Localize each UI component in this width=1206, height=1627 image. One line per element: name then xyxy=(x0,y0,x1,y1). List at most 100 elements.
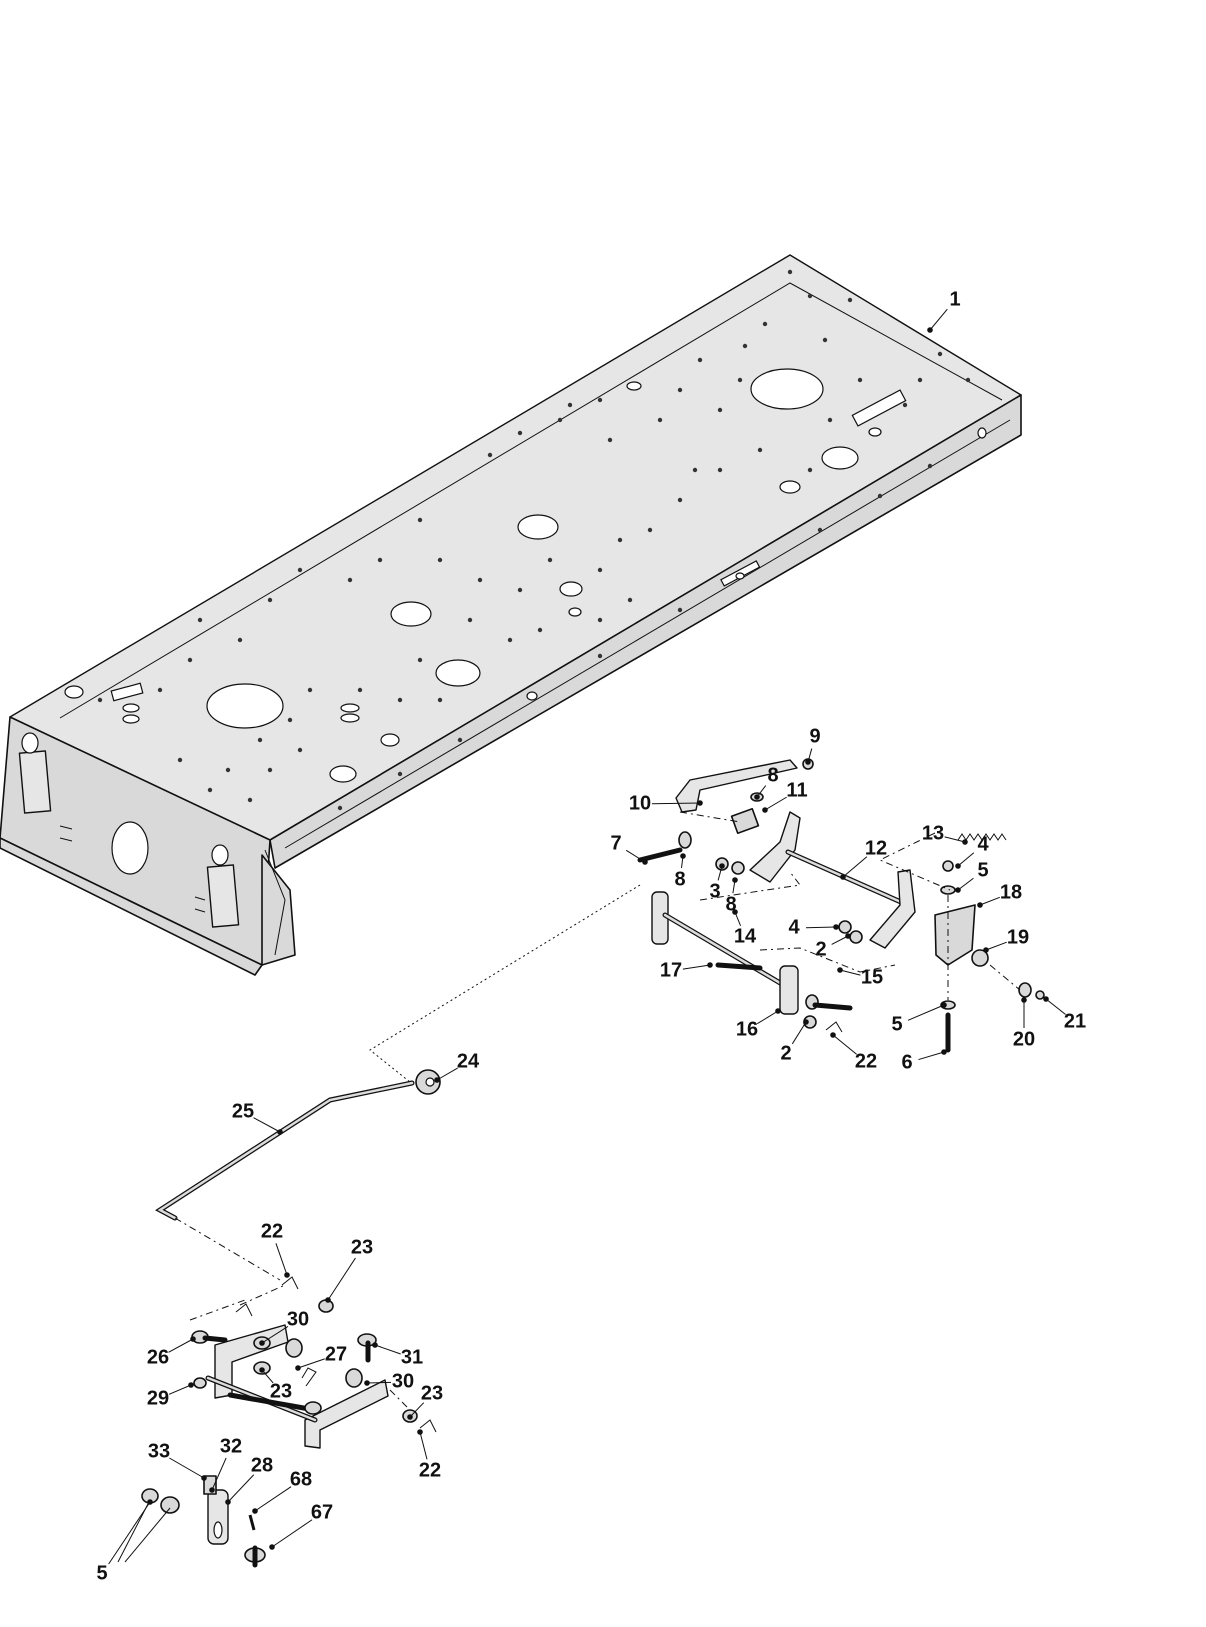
callout-c23c: 23 xyxy=(407,1382,443,1420)
callout-label: 18 xyxy=(1000,881,1022,903)
leader-dot xyxy=(680,853,686,859)
callout-label: 8 xyxy=(674,868,685,890)
callout-c33: 33 xyxy=(148,1440,207,1481)
callout-label: 30 xyxy=(392,1370,414,1392)
callout-c7: 7 xyxy=(610,832,648,865)
leader-line xyxy=(791,1021,807,1045)
callout-c67: 67 xyxy=(269,1501,333,1550)
leader-line xyxy=(169,1457,205,1479)
callout-label: 8 xyxy=(725,893,736,915)
leader-dot xyxy=(190,1336,196,1342)
callout-label: 23 xyxy=(351,1236,373,1258)
leader-dot xyxy=(284,1272,290,1278)
leader-line xyxy=(907,1004,945,1021)
leader-line xyxy=(254,1486,292,1512)
callout-c3: 3 xyxy=(709,863,725,902)
callout-c32: 32 xyxy=(209,1435,242,1493)
callout-c6: 6 xyxy=(901,1049,947,1073)
callout-label: 33 xyxy=(148,1440,170,1462)
callout-label: 67 xyxy=(311,1501,333,1523)
leader-line xyxy=(366,1381,392,1384)
callout-label: 23 xyxy=(421,1382,443,1404)
leader-dot xyxy=(941,1002,947,1008)
callout-label: 22 xyxy=(419,1459,441,1481)
leader-dot xyxy=(983,947,989,953)
callout-label: 27 xyxy=(325,1343,347,1365)
callout-c12: 12 xyxy=(840,837,887,880)
callout-label: 4 xyxy=(977,833,989,855)
leader-line xyxy=(805,926,837,929)
leader-dot xyxy=(434,1077,440,1083)
leader-line xyxy=(832,1034,858,1055)
callout-c9: 9 xyxy=(805,725,821,765)
leader-line xyxy=(839,969,861,976)
callout-label: 28 xyxy=(251,1454,273,1476)
leader-line xyxy=(271,1519,313,1548)
callout-label: 22 xyxy=(261,1220,283,1242)
leader-dot xyxy=(977,902,983,908)
callout-c1: 1 xyxy=(927,288,961,333)
callout-c11: 11 xyxy=(762,779,808,813)
leader-dot xyxy=(719,863,725,869)
callout-c5b: 5 xyxy=(891,1002,947,1035)
leader-line xyxy=(957,852,975,867)
leader-dot xyxy=(1043,996,1049,1002)
callout-label: 16 xyxy=(736,1018,758,1040)
callout-c14: 14 xyxy=(732,909,757,947)
callout-c8a: 8 xyxy=(754,764,779,800)
callout-c27: 27 xyxy=(295,1343,347,1371)
callout-c15: 15 xyxy=(837,966,883,988)
leader-line xyxy=(374,1344,401,1355)
leader-dot xyxy=(277,1129,283,1135)
leader-line xyxy=(985,941,1007,951)
leader-dot xyxy=(941,1049,947,1055)
callout-label: 4 xyxy=(788,916,800,938)
callout-c31: 31 xyxy=(372,1342,423,1368)
main-frame-chassis xyxy=(0,254,1022,976)
callout-label: 20 xyxy=(1013,1028,1035,1050)
callout-c22a: 22 xyxy=(830,1032,877,1072)
leader-dot xyxy=(407,1414,413,1420)
callout-label: 21 xyxy=(1064,1010,1086,1032)
callout-label: 31 xyxy=(401,1346,423,1368)
leader-dot xyxy=(697,800,703,806)
callout-c4a: 4 xyxy=(955,833,989,869)
leader-dot xyxy=(805,759,811,765)
leader-line xyxy=(275,1243,288,1276)
leader-line xyxy=(756,1010,779,1025)
leader-line xyxy=(261,1369,274,1384)
leader-line xyxy=(168,1338,194,1353)
leader-line xyxy=(918,1051,945,1061)
leader-dot xyxy=(803,1019,809,1025)
leader-line xyxy=(1045,998,1066,1015)
leader-line xyxy=(944,836,966,843)
leader-dot xyxy=(955,863,961,869)
callout-label: 29 xyxy=(147,1387,169,1409)
callout-label: 24 xyxy=(457,1050,480,1072)
upper-linkage-assembly xyxy=(369,758,1045,1083)
callout-c2a: 2 xyxy=(815,933,851,960)
leader-dot xyxy=(955,887,961,893)
callout-c20: 20 xyxy=(1013,997,1035,1050)
leader-line xyxy=(261,1326,289,1344)
leader-line xyxy=(108,1501,151,1565)
callout-label: 6 xyxy=(901,1051,912,1073)
callout-label: 22 xyxy=(855,1050,877,1072)
leader-line xyxy=(227,1474,255,1503)
callout-label: 11 xyxy=(786,779,807,801)
callout-c16: 16 xyxy=(736,1008,781,1040)
callout-label: 2 xyxy=(815,938,826,960)
callout-c22c: 22 xyxy=(417,1429,441,1481)
leader-dot xyxy=(927,327,933,333)
callout-c5c: 5 xyxy=(96,1499,153,1584)
callout-c29: 29 xyxy=(147,1382,194,1409)
callout-c18: 18 xyxy=(977,881,1022,908)
leader-dot xyxy=(830,1032,836,1038)
callout-label: 5 xyxy=(891,1013,902,1035)
leader-dot xyxy=(209,1487,215,1493)
leader-dot xyxy=(364,1380,370,1386)
leader-line xyxy=(409,1402,425,1418)
leader-line xyxy=(168,1384,192,1395)
callout-c5a: 5 xyxy=(955,859,989,893)
